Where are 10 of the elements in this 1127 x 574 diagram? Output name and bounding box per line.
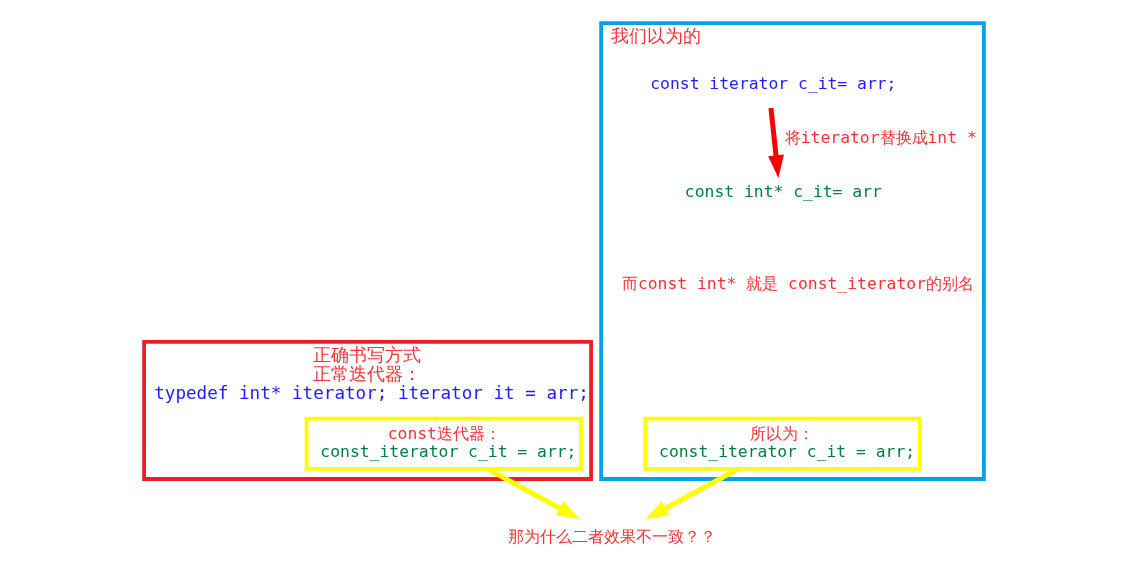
edge-label: 将iterator替换成int * <box>784 128 977 148</box>
arrow <box>767 107 784 178</box>
arrow <box>645 466 739 520</box>
node-text: 而const int* 就是 const_iterator的别名 <box>621 274 974 294</box>
node-box: const迭代器： const_iterator c_it = arr; <box>304 416 583 471</box>
node-box: 所以为： const_iterator c_it = arr; <box>642 416 922 471</box>
node-text: const int* c_it= arr <box>684 182 882 202</box>
node-text: 那为什么二者效果不一致？？ <box>507 527 716 547</box>
arrow <box>486 466 580 520</box>
node-text: const iterator c_it= arr; <box>649 74 896 94</box>
